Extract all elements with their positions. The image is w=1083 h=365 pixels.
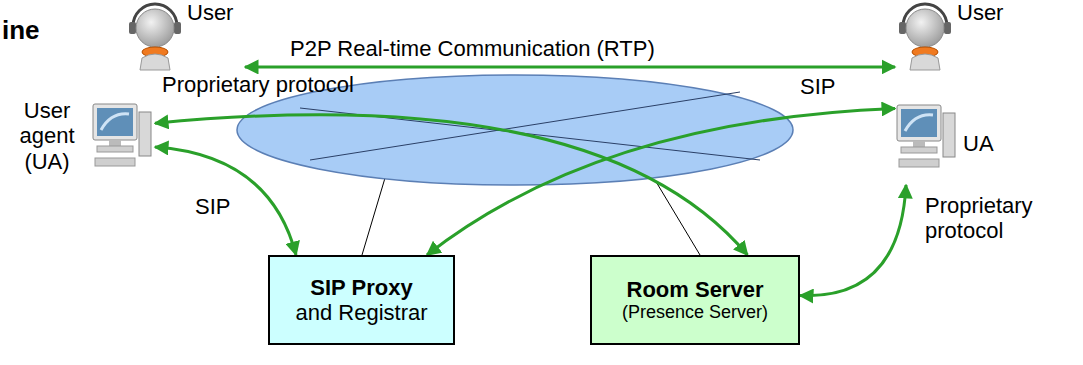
node-text: User: [187, 0, 233, 25]
node-text: User agent (UA): [5, 98, 89, 174]
protocol-arrow: [427, 109, 895, 256]
edge-label: SIP: [195, 194, 230, 219]
partial-title: ine: [2, 16, 40, 46]
edge-label: P2P Real-time Communication (RTP): [290, 36, 655, 61]
edge-label: Proprietary protocol: [162, 72, 354, 97]
node-text: User: [957, 0, 1003, 25]
network-line: [310, 92, 740, 160]
icon: [125, 2, 187, 76]
user-agent: User agent (UA): [5, 90, 155, 185]
user-agent: UA: [895, 95, 1005, 185]
support-line: [655, 180, 700, 255]
edge-label: SIP: [800, 74, 835, 99]
user-figure: User: [895, 0, 1015, 72]
server-box: Room Server(Presence Server): [590, 255, 800, 345]
node-text: SIP Proxy: [310, 275, 412, 300]
protocol-arrow: [155, 147, 296, 255]
node-text: UA: [963, 131, 994, 156]
node-text: Room Server: [627, 277, 764, 302]
protocol-arrow: [245, 65, 895, 68]
protocol-arrow: [800, 185, 906, 296]
icon: [895, 101, 957, 177]
support-line: [362, 178, 385, 255]
icon: [91, 100, 153, 176]
user-figure: User: [125, 0, 245, 72]
icon: [895, 2, 957, 76]
node-text: (Presence Server): [622, 302, 768, 323]
server-box: SIP Proxyand Registrar: [268, 255, 455, 345]
protocol-arrow: [155, 115, 748, 255]
edge-label: Proprietary protocol: [925, 193, 1075, 244]
node-text: and Registrar: [295, 300, 427, 325]
